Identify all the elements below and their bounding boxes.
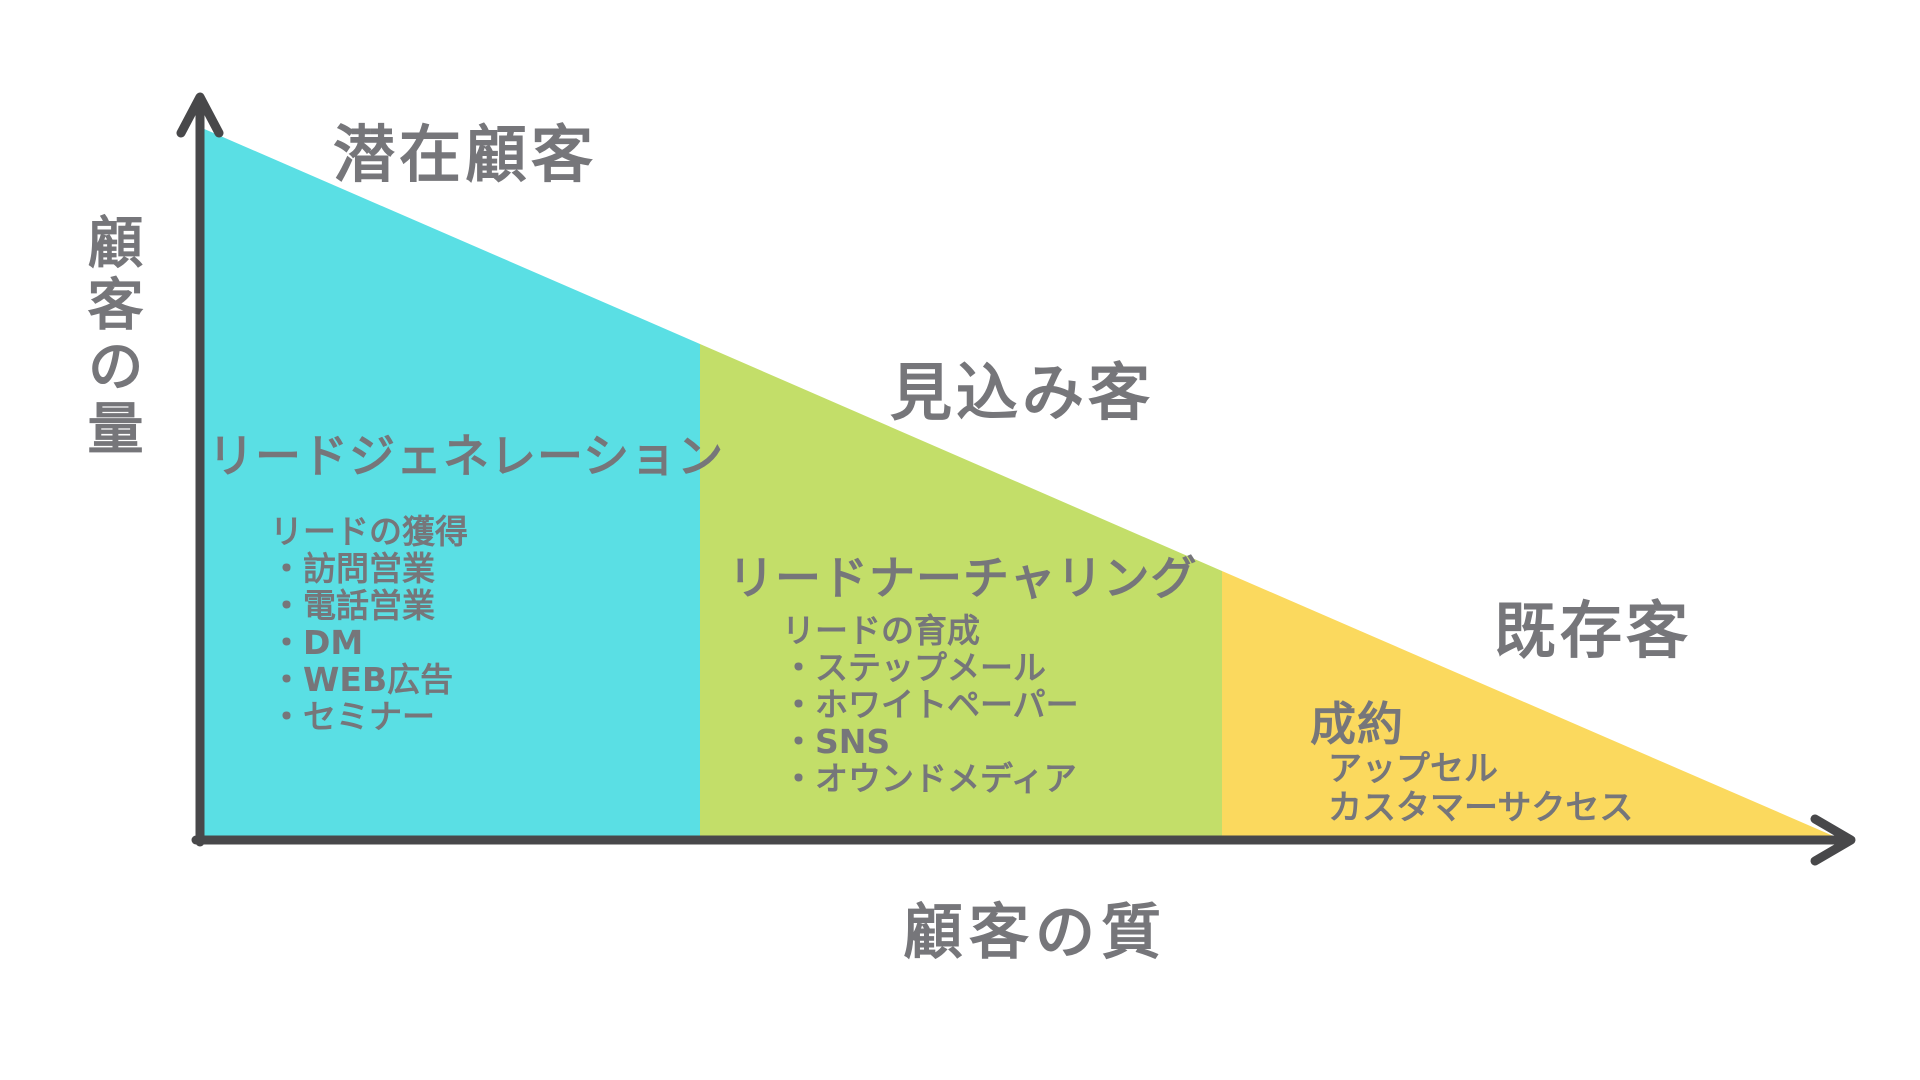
- stage-heading-lead-nurturing: リードナーチャリング: [728, 551, 1198, 605]
- list-item: ・SNS: [782, 722, 891, 761]
- stage-shape-lead-generation: [202, 128, 700, 838]
- list-item: カスタマーサクセス: [1328, 788, 1634, 828]
- y-axis: [176, 92, 224, 847]
- stage-title-potential-customers: 潜在顧客: [333, 118, 598, 191]
- list-item: ・DM: [270, 623, 364, 662]
- stage-details-closing: アップセル カスタマーサクセス: [1328, 750, 1633, 828]
- y-axis-arrow-icon: [176, 92, 224, 138]
- x-axis: [191, 814, 1856, 866]
- y-axis-label: 顧客の量: [78, 213, 143, 461]
- detail-subheading: リードの育成: [782, 611, 980, 650]
- list-item: ・ホワイトペーパー: [782, 685, 1079, 724]
- x-axis-arrow-icon: [1810, 814, 1856, 866]
- detail-subheading: リードの獲得: [270, 512, 468, 551]
- stage-heading-closing: 成約: [1310, 697, 1404, 751]
- list-item: ・WEB広告: [270, 660, 454, 699]
- stage-heading-lead-generation: リードジェネレーション: [208, 429, 725, 483]
- stage-title-prospective-customers: 見込み客: [890, 356, 1155, 429]
- list-item: ・オウンドメディア: [782, 759, 1077, 798]
- stage-shape-closing: [1222, 571, 1838, 838]
- list-item: ・電話営業: [270, 586, 435, 625]
- list-item: ・訪問営業: [270, 549, 435, 588]
- x-axis-label: 顧客の質: [903, 898, 1167, 968]
- list-item: ・ステップメール: [782, 648, 1046, 687]
- stage-title-existing-customers: 既存客: [1494, 594, 1693, 667]
- stage-details-lead-generation: リードの獲得 ・訪問営業 ・電話営業 ・DM ・WEB広告 ・セミナー: [270, 513, 468, 735]
- list-item: ・セミナー: [270, 697, 435, 736]
- list-item: アップセル: [1328, 749, 1498, 789]
- stage-shape-lead-nurturing: [700, 344, 1222, 838]
- stage-details-lead-nurturing: リードの育成 ・ステップメール ・ホワイトペーパー ・SNS ・オウンドメディア: [782, 612, 1079, 797]
